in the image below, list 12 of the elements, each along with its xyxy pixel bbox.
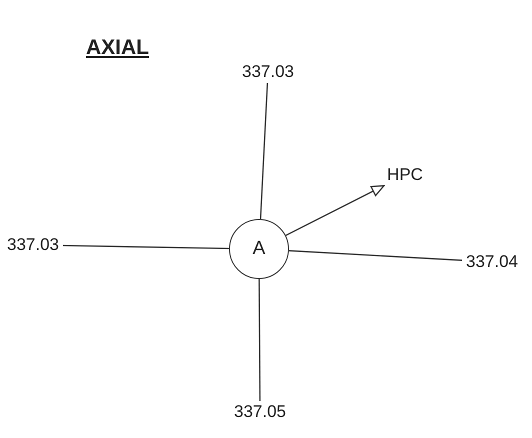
connector-line (288, 250, 462, 261)
connector-line (62, 244, 230, 250)
circle-node: A (229, 219, 289, 279)
value-label: 337.03 (237, 61, 299, 83)
value-label: 337.04 (462, 251, 522, 273)
arrow (285, 185, 385, 236)
value-label: 337.03 (3, 234, 63, 256)
value-label: HPC (384, 164, 426, 186)
value-label: 337.05 (229, 401, 291, 423)
diagram-title: AXIAL (86, 36, 149, 60)
connector-line (258, 279, 261, 401)
connector-line (260, 82, 268, 220)
